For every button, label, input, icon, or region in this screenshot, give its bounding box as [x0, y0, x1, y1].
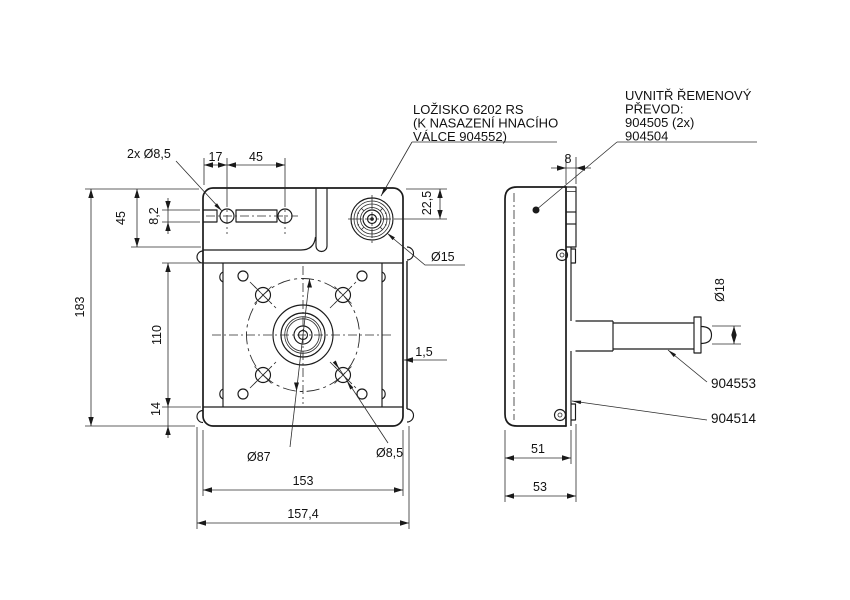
- shaft: [575, 316, 713, 354]
- front-left-bottom-tab: [196, 409, 204, 424]
- dim-shaft-dia: Ø18: [713, 278, 727, 302]
- side-rib: [565, 186, 577, 248]
- side-screw-bottom: [553, 408, 567, 422]
- side-view: [504, 186, 713, 427]
- dim-depth-53: 53: [533, 480, 547, 494]
- plate-notch-tr: [381, 271, 386, 283]
- plate-notch-bl: [219, 388, 224, 400]
- dim-width-153: 153: [293, 474, 314, 488]
- front-slot-bottom: [315, 245, 328, 252]
- belt-note-line-3: 904505 (2x): [625, 115, 694, 130]
- corner-hole-bl: [237, 388, 249, 400]
- dim-top-17: 17: [209, 150, 223, 164]
- dim-width-157-4: 157,4: [287, 507, 318, 521]
- shaft-end-cap: [700, 325, 713, 345]
- dim-top-45: 45: [249, 150, 263, 164]
- dim-rib-8: 8: [565, 152, 572, 166]
- dim-slot-8-2: 8,2: [147, 207, 161, 224]
- dim-overall-183: 183: [73, 297, 87, 318]
- dim-plate-110: 110: [150, 325, 164, 345]
- shaft-flange: [693, 316, 702, 354]
- side-tab-top: [571, 248, 577, 264]
- corner-hole-br: [356, 388, 368, 400]
- side-screw-top: [555, 248, 569, 262]
- bearing-note-line-2: (K NASAZENÍ HNACÍHO: [413, 116, 558, 131]
- dim-depth-51: 51: [531, 442, 545, 456]
- front-edge-notch: [203, 209, 218, 223]
- plate-notch-tl: [219, 271, 224, 283]
- dim-flange-45: 45: [114, 211, 128, 225]
- belt-note-line-4: 904504: [625, 129, 668, 144]
- belt-note-line-2: PŘEVOD:: [625, 102, 684, 117]
- front-view: [196, 187, 415, 427]
- corner-hole-tr: [356, 270, 368, 282]
- dim-mount-hole: Ø8,5: [376, 446, 403, 460]
- belt-note-line-1: UVNITŘ ŘEMENOVÝ: [625, 88, 752, 103]
- bearing: [348, 195, 398, 243]
- dimensions-front: 2x Ø8,5 17 45 45 8,2 183 110 14 22,5 Ø15…: [73, 141, 557, 529]
- dim-cover-1-5: 1,5: [415, 345, 432, 359]
- front-body-outline: [202, 187, 404, 427]
- dim-bearing-22-5: 22,5: [420, 191, 434, 215]
- front-left-top-tab: [196, 250, 204, 264]
- dim-bolt-circle: Ø87: [247, 450, 271, 464]
- bearing-note-line-1: LOŽISKO 6202 RS: [413, 102, 524, 117]
- dim-foot-14: 14: [149, 402, 163, 416]
- part-label-shaft: 904553: [711, 376, 756, 391]
- side-body-outline: [504, 186, 567, 427]
- bearing-note-line-3: VÁLCE 904552): [413, 129, 507, 144]
- side-tab-bottom: [571, 403, 577, 421]
- front-pocket-contour: [203, 236, 317, 251]
- annotations: LOŽISKO 6202 RS (K NASAZENÍ HNACÍHO VÁLC…: [413, 88, 752, 144]
- dim-bearing-bore: Ø15: [431, 250, 455, 264]
- plate-notch-br: [381, 388, 386, 400]
- front-right-bottom-tab: [406, 408, 415, 423]
- front-right-top-tab: [406, 246, 415, 261]
- dimensions-side: 8 Ø18 51 53 904553 904514: [504, 141, 757, 502]
- corner-hole-tl: [237, 270, 249, 282]
- part-label-cover: 904514: [711, 411, 757, 426]
- dim-holes-callout: 2x Ø8,5: [127, 147, 171, 161]
- belt-note-dot: [532, 206, 540, 214]
